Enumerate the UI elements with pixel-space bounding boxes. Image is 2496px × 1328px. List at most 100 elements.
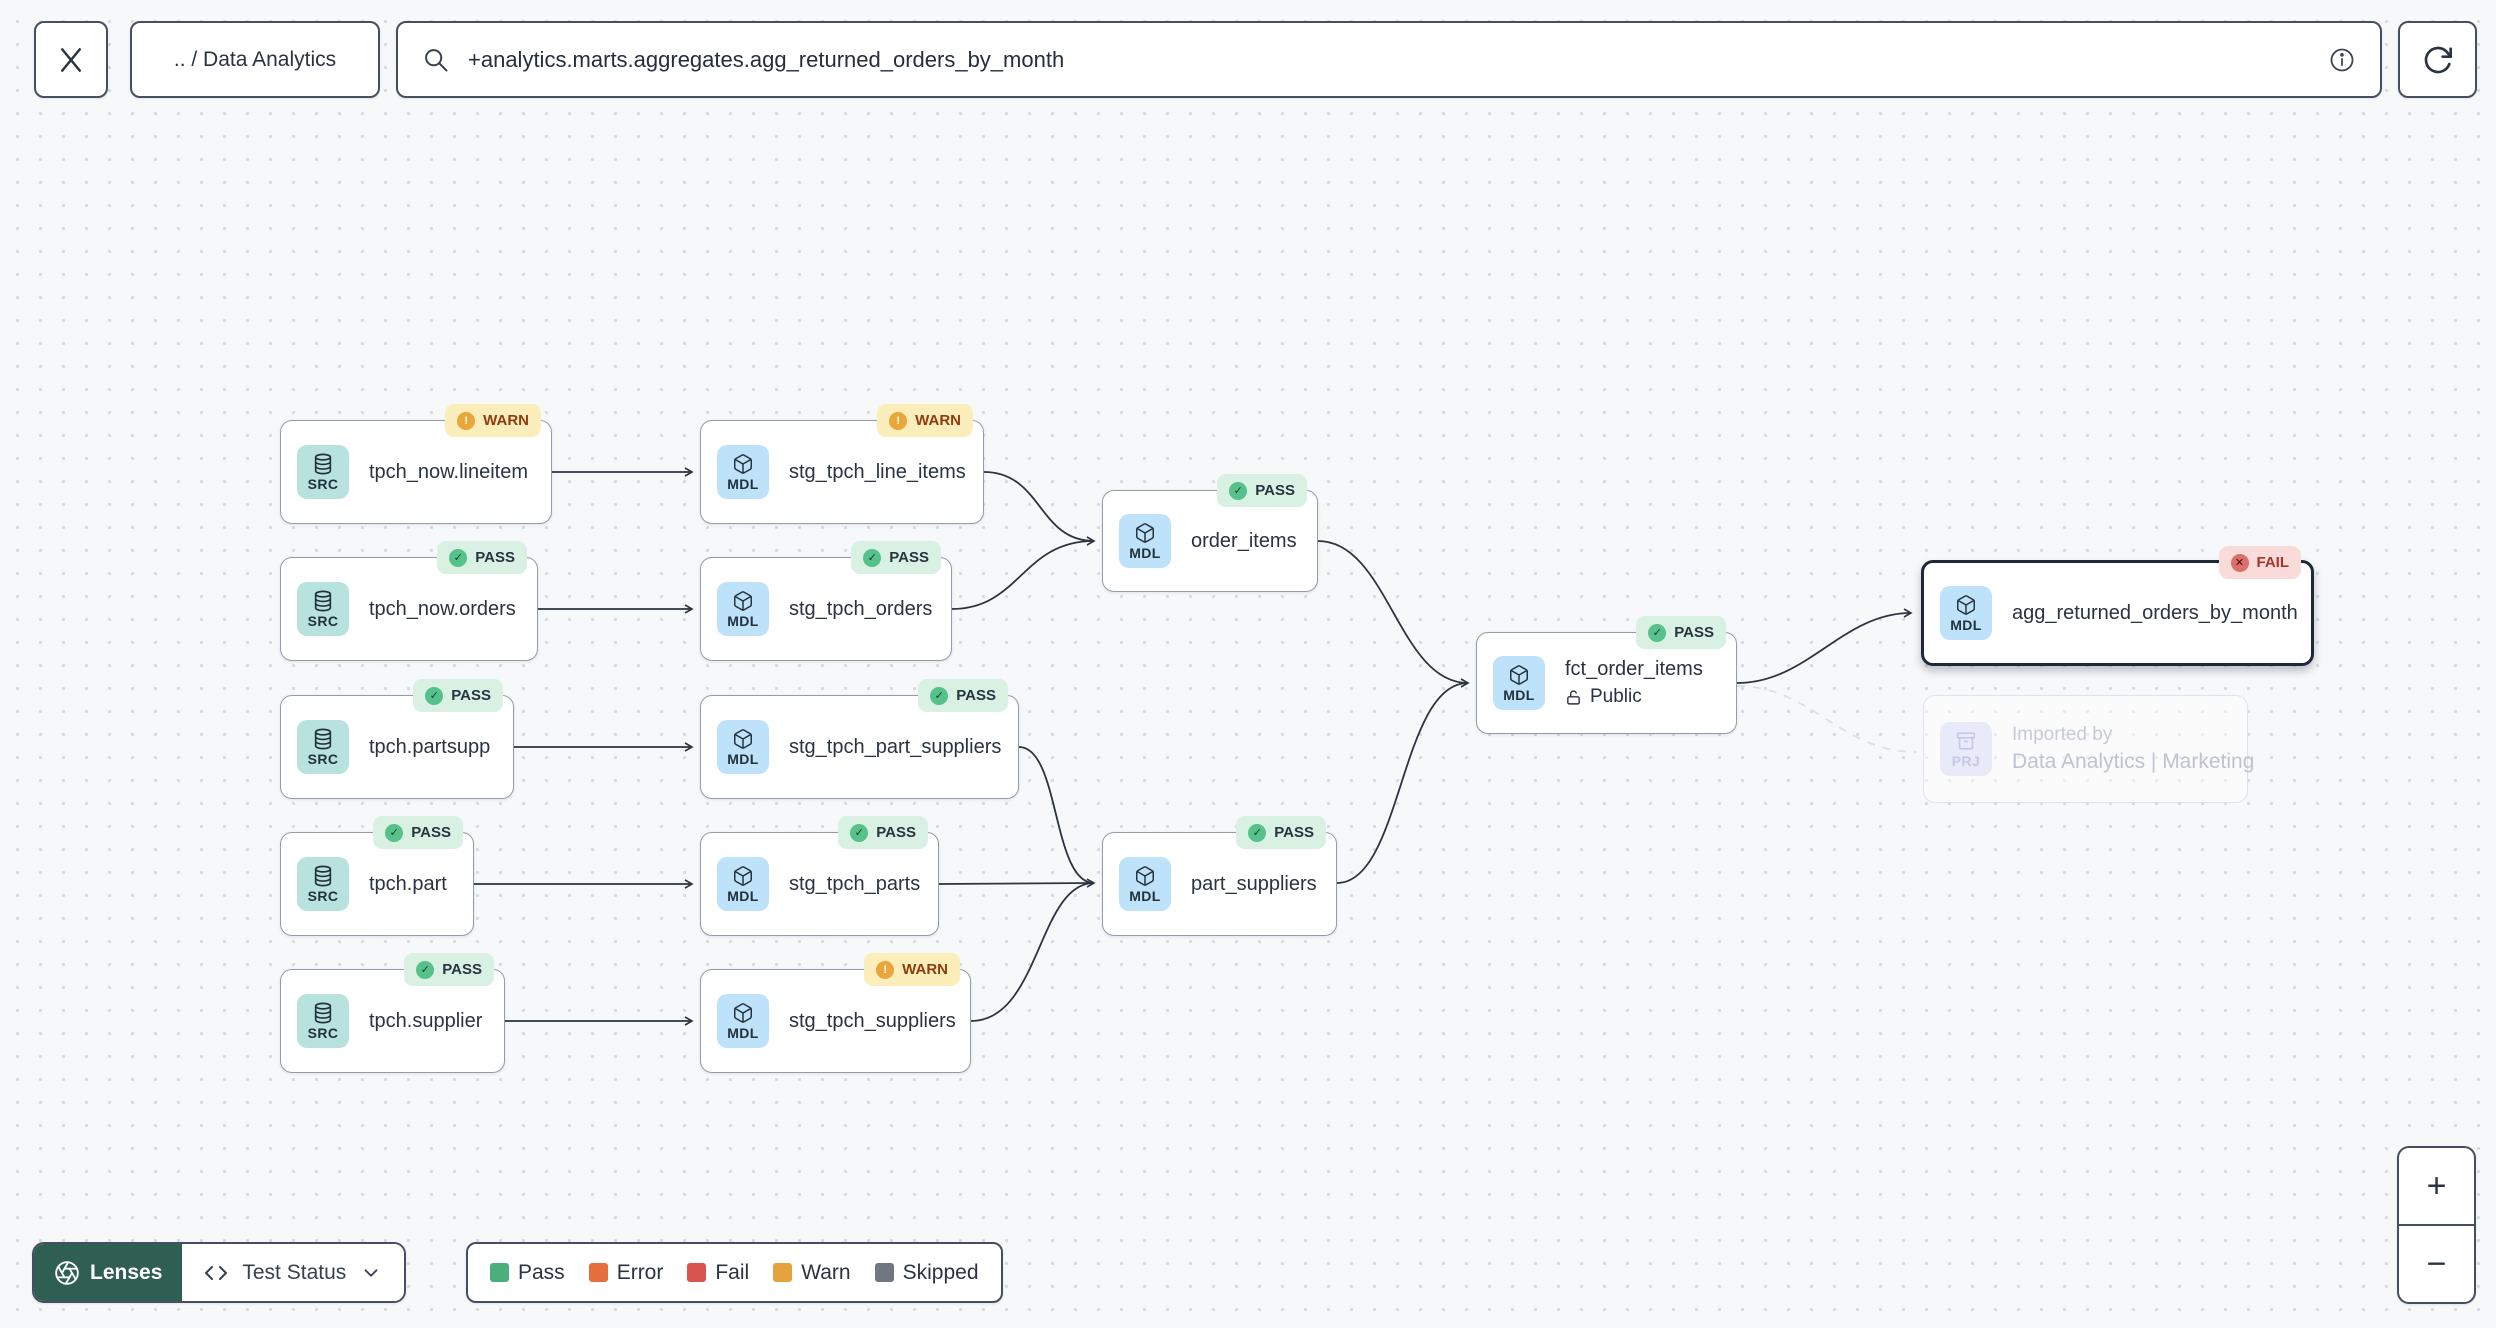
refresh-button[interactable] [2398, 21, 2477, 98]
node-label: tpch.part [369, 872, 447, 895]
chevron-down-icon [364, 1268, 378, 1277]
cube-icon [734, 453, 752, 474]
node-imported-by-project[interactable]: PRJ Imported by Data Analytics | Marketi… [1923, 695, 2254, 803]
legend-label: Error [616, 1260, 664, 1284]
legend-label: Pass [518, 1260, 565, 1284]
unlock-icon [1567, 689, 1580, 705]
search-icon [425, 48, 448, 71]
warn-swatch [773, 1263, 793, 1282]
chip-label: PRJ [1951, 752, 1981, 769]
edge [983, 471, 1096, 546]
edge [970, 882, 1095, 1022]
edge [1736, 608, 1913, 684]
node-label: stg_tpch_parts [789, 872, 921, 895]
lens-selector[interactable]: Test Status [182, 1244, 405, 1301]
check-icon: ✓ [1648, 623, 1667, 642]
node-stg_tpch_orders[interactable]: ✓PASS MDL stg_tpch_orders [700, 541, 952, 661]
model-type-chip: MDL [1940, 586, 1992, 640]
status-badge: ! WARN [877, 404, 973, 437]
breadcrumb-label: .. / Data Analytics [173, 47, 337, 71]
node-label: order_items [1191, 529, 1297, 552]
node-stg_tpch_suppliers[interactable]: !WARN MDL stg_tpch_suppliers [700, 953, 971, 1073]
search-bar[interactable] [396, 21, 2382, 98]
chip-label: MDL [727, 750, 759, 767]
legend-label: Warn [801, 1260, 851, 1284]
edge [951, 540, 1095, 610]
model-type-chip: MDL [717, 994, 769, 1048]
status-label: PASS [876, 824, 916, 841]
database-icon [314, 453, 332, 474]
status-badge: ✓PASS [373, 816, 463, 849]
cube-icon [1136, 865, 1154, 886]
lenses-button[interactable]: Lenses [34, 1244, 183, 1301]
edge [1317, 540, 1470, 688]
node-tpch-partsupp[interactable]: ✓PASS SRC tpch.partsupp [280, 679, 514, 799]
node-label: stg_tpch_orders [789, 597, 933, 620]
chip-label: MDL [727, 1024, 759, 1041]
status-badge: ✓ PASS [437, 541, 527, 574]
warn-icon: ! [889, 411, 908, 430]
zoom-in-button[interactable]: + [2426, 1166, 2447, 1205]
node-label: agg_returned_orders_by_month [2012, 601, 2298, 624]
legend-label: Fail [715, 1260, 750, 1284]
node-part_suppliers[interactable]: ✓PASS MDL part_suppliers [1102, 816, 1337, 936]
node-label: tpch_now.orders [369, 597, 516, 620]
node-tpch-part[interactable]: ✓PASS SRC tpch.part [280, 816, 474, 936]
cube-icon [734, 1002, 752, 1023]
node-order_items[interactable]: ✓PASS MDL order_items [1102, 474, 1318, 592]
warn-icon: ! [457, 411, 476, 430]
node-stg_tpch_part_suppliers[interactable]: ✓PASS MDL stg_tpch_part_suppliers [700, 679, 1019, 799]
search-input[interactable] [466, 45, 2312, 74]
status-label: PASS [889, 549, 929, 566]
access-row: Public [1565, 686, 1703, 708]
model-type-chip: MDL [717, 445, 769, 499]
edge-dashed [1736, 685, 1917, 753]
node-fct_order_items[interactable]: ✓PASS MDL fct_order_items Public [1476, 616, 1737, 734]
check-icon: ✓ [385, 823, 404, 842]
fail-swatch [687, 1263, 707, 1282]
edge [1018, 746, 1095, 884]
model-type-chip: MDL [1119, 514, 1171, 568]
chip-label: MDL [1503, 686, 1535, 703]
status-badge: ! WARN [445, 404, 541, 437]
status-badge: ✓PASS [851, 541, 941, 574]
status-label: WARN [915, 412, 961, 429]
close-button[interactable] [34, 21, 108, 98]
node-tpch_now-orders[interactable]: ✓PASS SRC tpch_now.orders [280, 541, 538, 661]
legend-item-fail: Fail [687, 1261, 749, 1285]
chip-label: SRC [307, 1024, 339, 1041]
status-badge: ✓PASS [838, 816, 928, 849]
archive-icon [1956, 731, 1976, 750]
node-tpch-supplier[interactable]: ✓PASS SRC tpch.supplier [280, 953, 505, 1073]
skipped-swatch [874, 1263, 894, 1282]
status-badge: ✓PASS [1217, 474, 1307, 507]
info-icon[interactable] [2328, 46, 2356, 74]
chip-label: MDL [1129, 887, 1161, 904]
status-label: PASS [475, 549, 515, 566]
check-icon: ✓ [416, 960, 435, 979]
status-label: WARN [483, 412, 529, 429]
breadcrumb[interactable]: .. / Data Analytics [130, 21, 380, 98]
node-agg_returned_orders_by_month[interactable]: ✕FAIL MDL agg_returned_orders_by_month [1921, 546, 2314, 666]
chip-label: SRC [307, 475, 339, 492]
zoom-controls: + − [2397, 1146, 2476, 1304]
zoom-out-button[interactable]: − [2426, 1244, 2447, 1283]
check-icon: ✓ [449, 548, 468, 567]
database-icon [314, 1002, 332, 1023]
status-label: PASS [1255, 482, 1295, 499]
status-label: PASS [956, 687, 996, 704]
chip-label: MDL [1129, 544, 1161, 561]
node-tpch_now-lineitem[interactable]: !WARN SRC tpch_now.lineitem [280, 404, 552, 524]
status-label: PASS [442, 961, 482, 978]
node-stg_tpch_line_items[interactable]: !WARN MDL stg_tpch_line_items [700, 404, 984, 524]
source-type-chip: SRC [297, 994, 349, 1048]
node-stg_tpch_parts[interactable]: ✓PASS MDL stg_tpch_parts [700, 816, 939, 936]
cube-icon [1136, 522, 1154, 543]
status-label: WARN [902, 961, 948, 978]
source-type-chip: SRC [297, 857, 349, 911]
chip-label: MDL [727, 612, 759, 629]
error-swatch [588, 1263, 608, 1282]
status-label: PASS [1674, 624, 1714, 641]
chip-label: SRC [307, 887, 339, 904]
